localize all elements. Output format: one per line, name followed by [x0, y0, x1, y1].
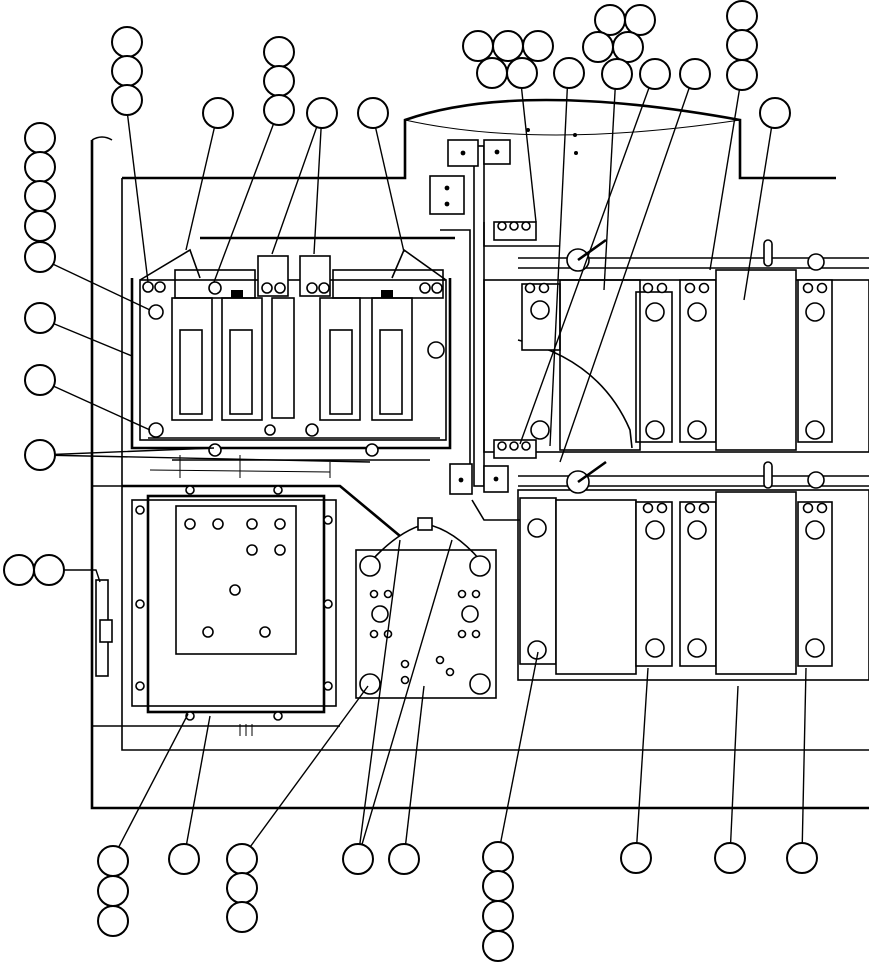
relay-panel-bolts: [142, 281, 445, 457]
callout-bubble-icon: [482, 870, 514, 902]
callout-bubble-icon: [24, 364, 56, 396]
callout-bubble-icon: [492, 30, 524, 62]
callout-bubble-icon: [24, 151, 56, 183]
callout-bubble-icon: [462, 30, 494, 62]
callout-bubble-icon: [111, 55, 143, 87]
callout-bubble-icon: [97, 845, 129, 877]
callout-bubble-icon: [726, 59, 758, 91]
callout-bubble-icon: [714, 842, 746, 874]
contactor-handle-icon: [566, 238, 825, 494]
callout-bubble-icon: [263, 65, 295, 97]
bus-terminal-lugs: [493, 221, 537, 459]
callout-bubble-icon: [601, 58, 633, 90]
callout-bubble-icon: [624, 4, 656, 36]
callout-bubble-icon: [342, 843, 374, 875]
callout-bubble-icon: [306, 97, 338, 129]
callout-bubble-icon: [482, 930, 514, 962]
callout-bubble-icon: [726, 0, 758, 32]
callout-bubble-icon: [759, 97, 791, 129]
callout-bubble-icon: [33, 554, 65, 586]
callout-bubble-icon: [226, 843, 258, 875]
callout-bubble-icon: [24, 180, 56, 212]
callout-bubble-icon: [357, 97, 389, 129]
contactor-bolts: [524, 282, 828, 660]
leader-lines: [39, 73, 807, 861]
callout-bubble-icon: [226, 901, 258, 933]
callout-bubble-icon: [263, 36, 295, 68]
callout-bubble-icon: [726, 29, 758, 61]
terminal-board-center: [355, 517, 497, 699]
callout-bubble-icon: [24, 210, 56, 242]
callout-bubble-icon: [111, 84, 143, 116]
callout-bubble-icon: [388, 843, 420, 875]
callout-bubble-icon: [594, 4, 626, 36]
callout-bubble-icon: [24, 122, 56, 154]
callout-bubble-icon: [168, 843, 200, 875]
callout-bubble-icon: [24, 302, 56, 334]
callout-bubble-icon: [24, 241, 56, 273]
callout-bubble-icon: [97, 875, 129, 907]
callout-bubble-icon: [202, 97, 234, 129]
callout-bubble-icon: [553, 57, 585, 89]
callout-bubble-icon: [582, 31, 614, 63]
callout-bubble-icon: [97, 905, 129, 937]
callout-bubble-icon: [786, 842, 818, 874]
relay-panel-upper-left: [130, 229, 471, 478]
callout-bubble-icon: [506, 57, 538, 89]
callout-bubble-icon: [476, 57, 508, 89]
callout-bubble-icon: [24, 439, 56, 471]
callout-bubble-icon: [111, 26, 143, 58]
control-box-lower-left: [95, 484, 401, 736]
control-box-nuts: [135, 485, 333, 721]
callout-bubble-icon: [482, 900, 514, 932]
callout-bubble-icon: [620, 842, 652, 874]
callout-bubble-icon: [612, 31, 644, 63]
callout-bubble-icon: [639, 58, 671, 90]
callout-bubble-icon: [522, 30, 554, 62]
callout-bubble-icon: [226, 872, 258, 904]
callout-bubble-icon: [3, 554, 35, 586]
callout-bubble-icon: [263, 94, 295, 126]
callout-bubbles: [3, 0, 818, 962]
callout-bubble-icon: [482, 841, 514, 873]
contactor-bank-right: [483, 221, 869, 681]
callout-bubble-icon: [679, 58, 711, 90]
